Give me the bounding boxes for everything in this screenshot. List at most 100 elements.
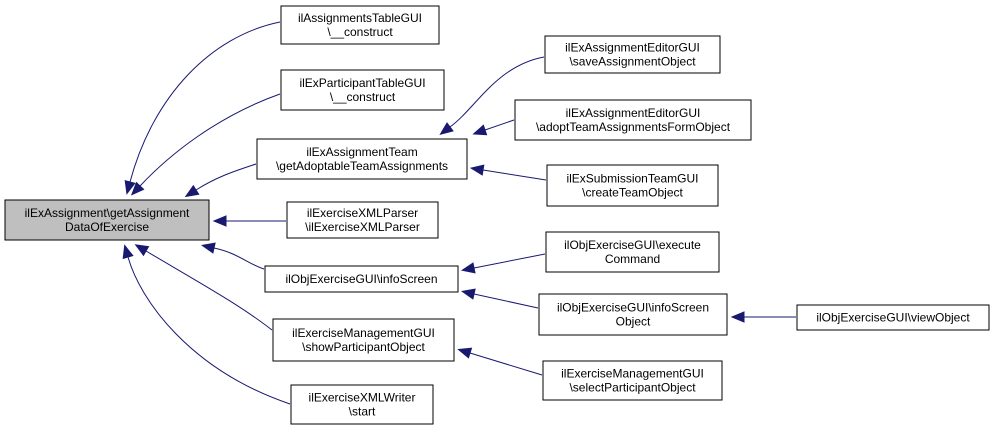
edge-line	[482, 169, 547, 181]
node-label-line: ilExParticipantTableGUI	[299, 76, 425, 90]
node-label-line: ilExerciseManagementGUI	[292, 326, 435, 340]
node-label-line: ilObjExerciseGUI\viewObject	[816, 311, 970, 325]
node-label-line: \getAdoptableTeamAssignments	[276, 159, 448, 173]
edge-n10-n3	[469, 164, 547, 181]
edge-arrowhead	[461, 288, 476, 300]
node-label-line: ilObjExerciseGUI\infoScreen	[285, 272, 437, 286]
node-n9[interactable]: ilExAssignmentEditorGUI\adoptTeamAssignm…	[514, 99, 752, 141]
node-label-line: ilObjExerciseGUI\infoScreen	[557, 301, 709, 315]
node-box	[514, 99, 752, 141]
node-box	[796, 304, 990, 331]
node-box	[272, 318, 455, 362]
node-label-line: ilExSubmissionTeamGUI	[566, 172, 698, 186]
edge-line	[213, 247, 265, 270]
node-label-line: \createTeamObject	[582, 186, 683, 200]
node-label-line: \__construct	[330, 90, 396, 104]
edge-n7-root	[122, 244, 291, 405]
edge-arrowhead	[460, 262, 476, 274]
edge-line	[195, 163, 257, 191]
edge-arrowhead	[730, 311, 745, 323]
node-box	[264, 265, 459, 293]
edge-arrowhead	[457, 347, 473, 359]
edge-line	[473, 253, 546, 269]
node-box	[290, 384, 434, 425]
edge-n13-n6	[457, 347, 543, 376]
edge-arrowhead	[469, 164, 485, 176]
edge-arrowhead	[184, 184, 200, 198]
node-box	[542, 360, 723, 401]
edge-arrowhead	[201, 242, 216, 254]
node-label-line: ilExerciseXMLParser	[307, 206, 418, 220]
node-label-line: ilExerciseManagementGUI	[561, 367, 704, 381]
node-box	[286, 201, 439, 239]
edge-n5-root	[201, 242, 265, 270]
edge-arrowhead	[130, 181, 145, 196]
edge-arrowhead	[124, 180, 136, 195]
node-label-line: DataOfExercise	[65, 220, 149, 234]
edge-n9-n3	[472, 119, 515, 136]
edge-arrowhead	[472, 124, 488, 136]
node-label-line: \__construct	[327, 25, 393, 39]
node-box	[256, 138, 468, 180]
node-label-line: \selectParticipantObject	[569, 381, 696, 395]
node-label-line: ilExAssignmentTeam	[306, 145, 417, 159]
edge-n8-n3	[439, 56, 545, 135]
edge-line	[127, 256, 291, 405]
node-label-line: \start	[349, 405, 376, 419]
edge-line	[469, 352, 543, 376]
edge-n14-n12	[730, 311, 796, 323]
node-n5[interactable]: ilObjExerciseGUI\infoScreen	[264, 265, 459, 293]
edge-n1-root	[124, 21, 281, 195]
node-n10[interactable]: ilExSubmissionTeamGUI\createTeamObject	[546, 164, 719, 207]
node-label-line: Object	[616, 315, 651, 329]
node-label-line: \ilExerciseXMLParser	[305, 220, 420, 234]
node-root[interactable]: ilExAssignment\getAssignmentDataOfExerci…	[4, 199, 210, 241]
edge-n11-n5	[460, 253, 546, 274]
node-box	[4, 199, 210, 241]
edge-n3-root	[184, 163, 257, 198]
node-box	[280, 5, 440, 45]
node-n13[interactable]: ilExerciseManagementGUI\selectParticipan…	[542, 360, 723, 401]
node-n1[interactable]: ilAssignmentsTableGUI\__construct	[280, 5, 440, 45]
node-label-line: \showParticipantObject	[302, 340, 425, 354]
edge-line	[449, 56, 545, 128]
edge-line	[129, 21, 281, 183]
nodes-layer: ilExAssignment\getAssignmentDataOfExerci…	[4, 5, 990, 425]
edge-line	[145, 250, 273, 331]
node-n2[interactable]: ilExParticipantTableGUI\__construct	[280, 69, 445, 111]
node-label-line: ilExAssignmentEditorGUI	[565, 41, 700, 55]
node-box	[545, 231, 720, 273]
node-label-line: \adoptTeamAssignmentsFormObject	[536, 120, 731, 134]
node-n8[interactable]: ilExAssignmentEditorGUI\saveAssignmentOb…	[544, 35, 721, 74]
node-n4[interactable]: ilExerciseXMLParser\ilExerciseXMLParser	[286, 201, 439, 239]
edge-n6-root	[134, 244, 273, 331]
edge-arrowhead	[134, 244, 150, 257]
node-label-line: ilExAssignment\getAssignment	[25, 206, 190, 220]
node-label-line: ilExAssignmentEditorGUI	[566, 106, 701, 120]
edges-layer	[122, 21, 796, 405]
node-box	[538, 293, 728, 336]
node-n14[interactable]: ilObjExerciseGUI\viewObject	[796, 304, 990, 331]
edge-arrowhead	[122, 244, 134, 260]
edge-n12-n5	[461, 288, 539, 309]
node-label-line: ilObjExerciseGUI\execute	[564, 238, 701, 252]
edge-arrowhead	[212, 215, 227, 227]
node-n3[interactable]: ilExAssignmentTeam\getAdoptableTeamAssig…	[256, 138, 468, 180]
node-label-line: \saveAssignmentObject	[569, 55, 696, 69]
node-label-line: Command	[605, 252, 660, 266]
node-box	[280, 69, 445, 111]
edge-arrowhead	[439, 122, 454, 135]
node-n7[interactable]: ilExerciseXMLWriter\start	[290, 384, 434, 425]
edge-line	[139, 93, 281, 187]
node-label-line: ilExerciseXMLWriter	[309, 391, 416, 405]
node-box	[546, 164, 719, 207]
node-n6[interactable]: ilExerciseManagementGUI\showParticipantO…	[272, 318, 455, 362]
edge-n4-root	[212, 215, 286, 227]
edge-line	[484, 119, 515, 131]
node-label-line: ilAssignmentsTableGUI	[298, 11, 422, 25]
edge-n2-root	[130, 93, 281, 196]
edge-line	[473, 293, 539, 309]
